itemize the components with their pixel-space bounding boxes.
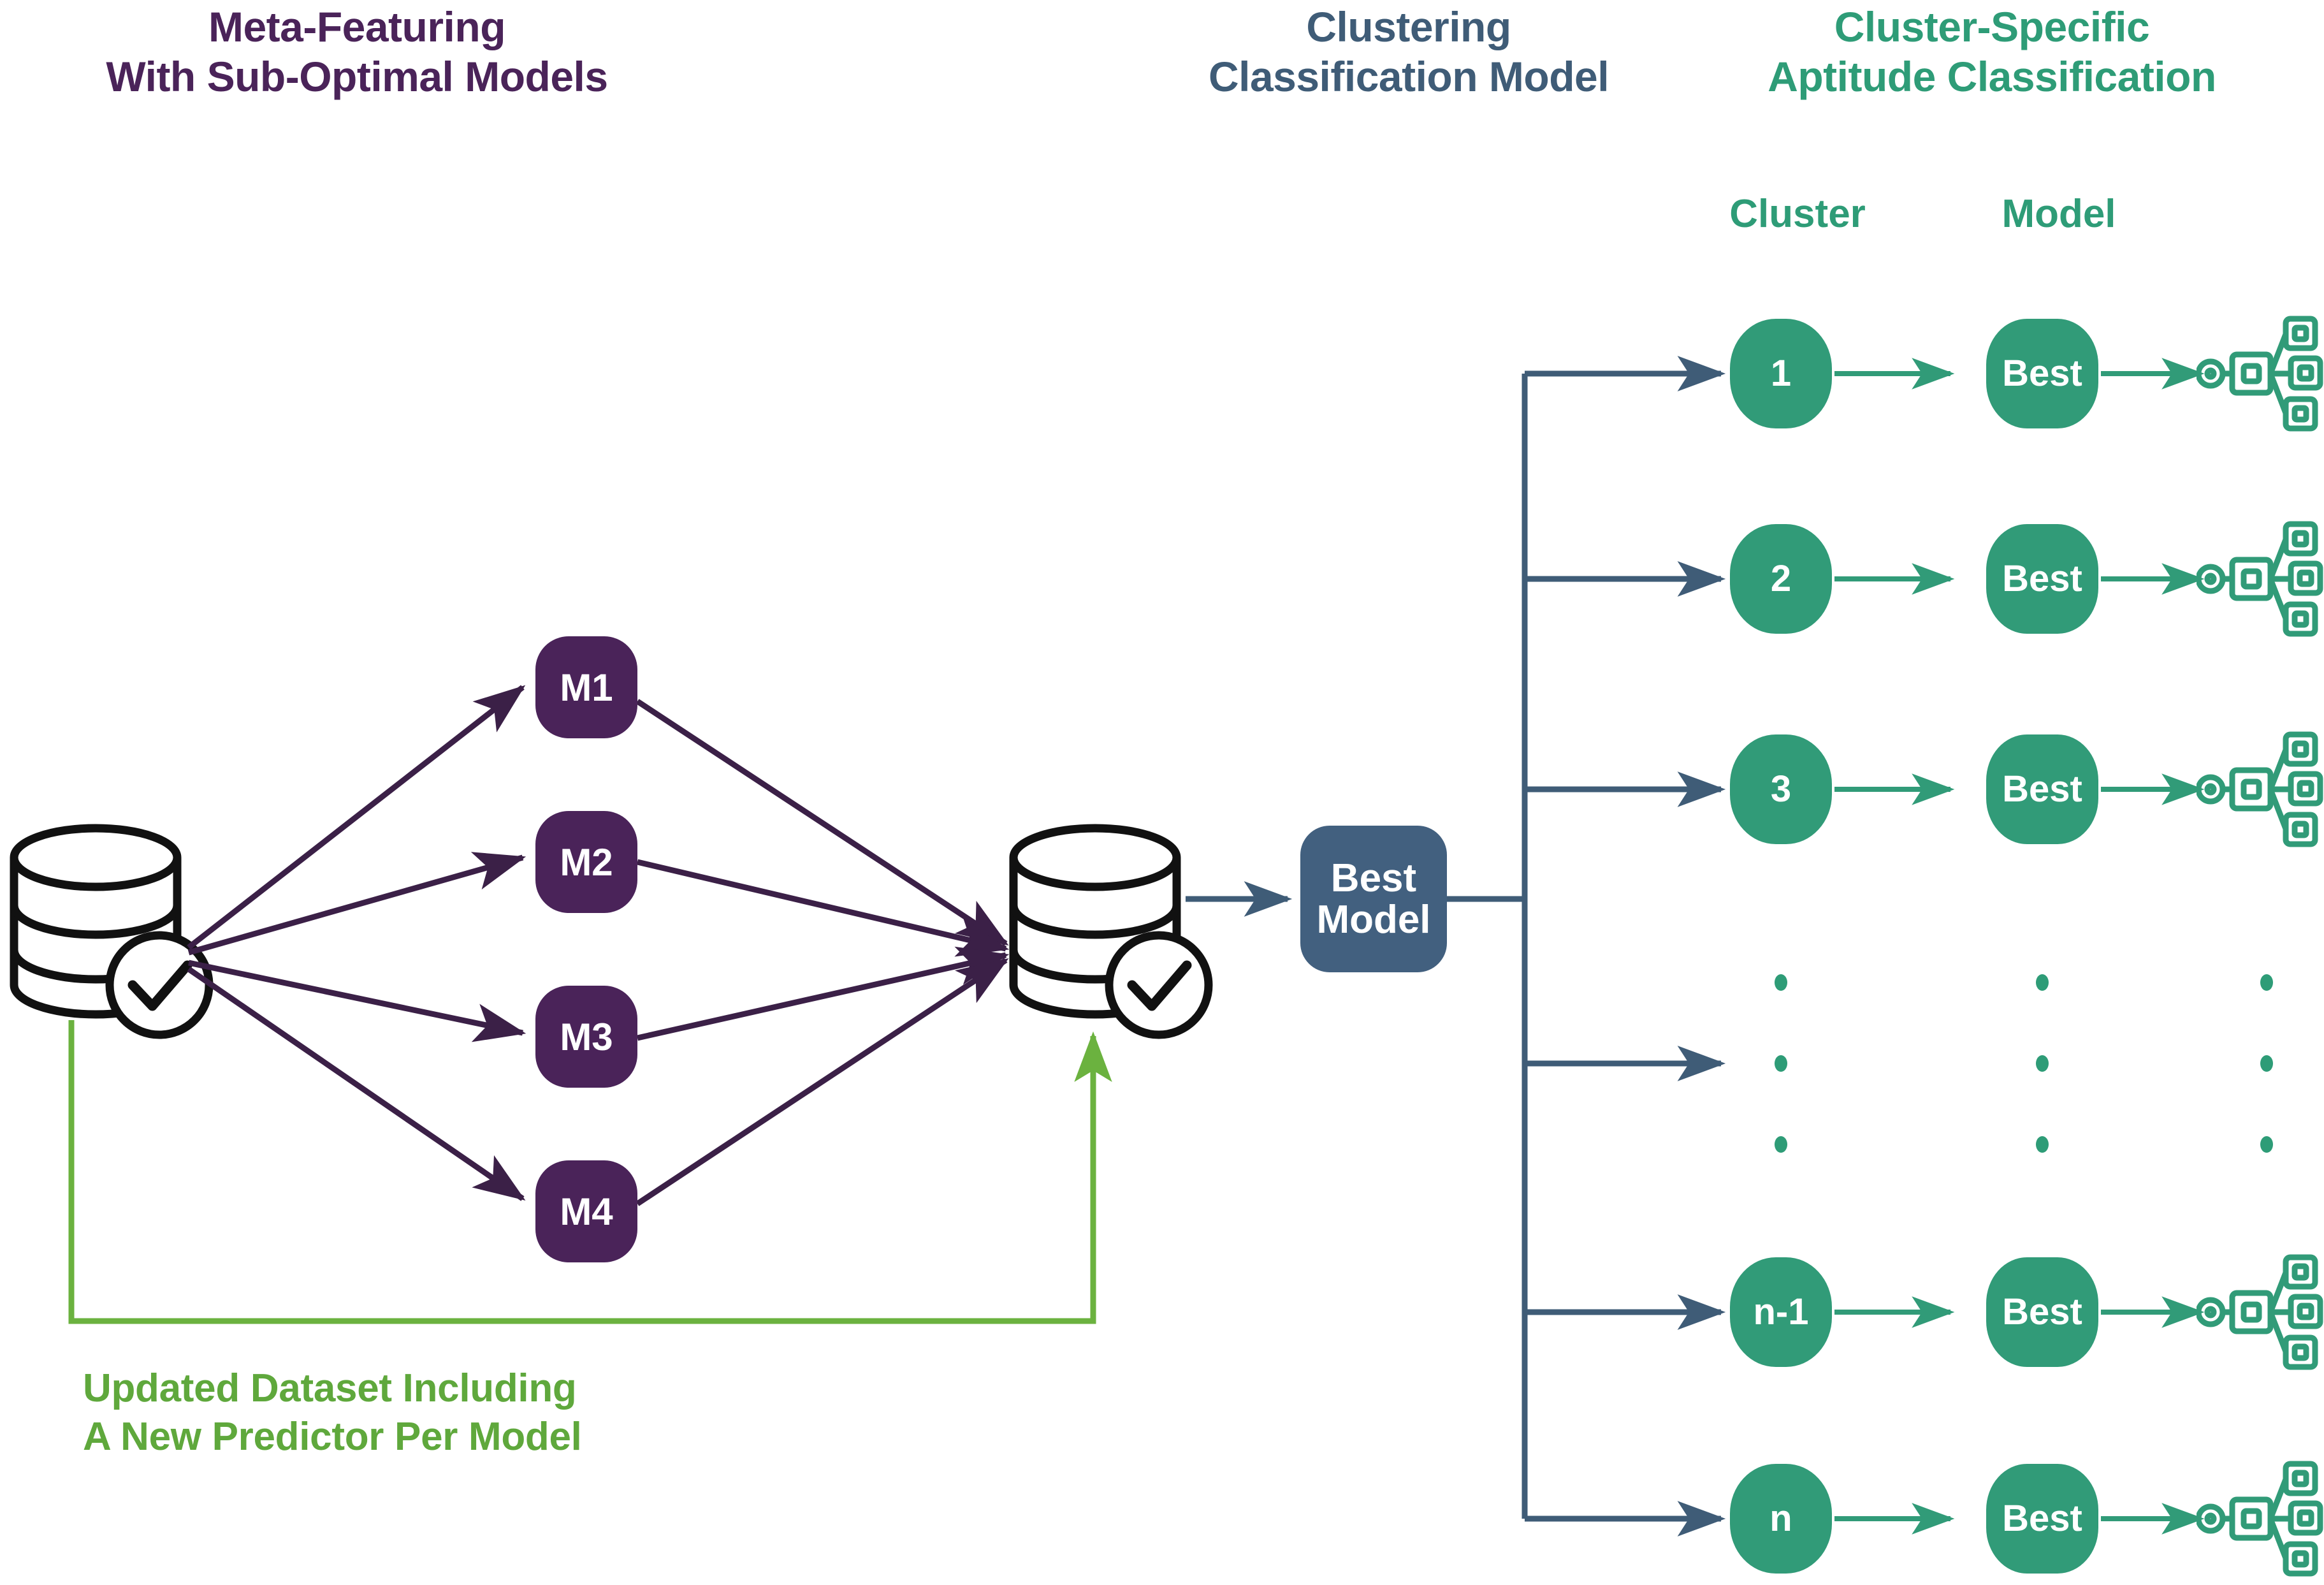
fanin-arrows-to-meta-database — [635, 699, 1010, 1206]
cluster-node-1[interactable]: 1 — [1730, 319, 1832, 428]
ellipsis-dot — [2036, 1136, 2049, 1153]
ellipsis-dot — [2036, 1055, 2049, 1072]
best-node-row-n-1[interactable]: Best — [1986, 1257, 2098, 1367]
ellipsis-dot — [2260, 1136, 2273, 1153]
cluster-node-n-1[interactable]: n-1 — [1730, 1257, 1832, 1367]
meta-database-icon — [1009, 824, 1213, 1039]
model-node-m4[interactable]: M4 — [535, 1160, 637, 1262]
header-cluster-specific-aptitude: Cluster-Specific Aptitude Classification — [1768, 3, 2216, 100]
cluster-node-3[interactable]: 3 — [1730, 734, 1832, 844]
ellipsis-dot — [2036, 974, 2049, 991]
model-node-m3[interactable]: M3 — [535, 986, 637, 1088]
best-node-row-1[interactable]: Best — [1986, 319, 2098, 428]
feedback-loop-arrow — [68, 1020, 1112, 1324]
column-header-cluster: Cluster — [1729, 192, 1866, 236]
ellipsis-dot — [2260, 1055, 2273, 1072]
hierarchy-icon — [2197, 1455, 2324, 1582]
best-node-row-n[interactable]: Best — [1986, 1464, 2098, 1574]
hierarchy-icon — [2197, 310, 2324, 437]
model-node-m2[interactable]: M2 — [535, 811, 637, 913]
hierarchy-icon — [2197, 515, 2324, 643]
feedback-caption: Updated Dataset Including A New Predicto… — [83, 1366, 582, 1459]
hierarchy-icon — [2197, 1248, 2324, 1376]
best-model-box[interactable]: Best Model — [1300, 826, 1447, 972]
cluster-node-n[interactable]: n — [1730, 1464, 1832, 1574]
header-meta-featuring: Meta-Featuring With Sub-Optimal Models — [106, 3, 608, 100]
input-database-icon — [10, 824, 214, 1039]
bus-branch-arrows — [1525, 356, 1726, 1537]
column-header-model: Model — [2001, 192, 2116, 236]
best-node-row-3[interactable]: Best — [1986, 734, 2098, 844]
fanout-arrows-to-models — [187, 685, 527, 1201]
header-clustering-classification: Clustering Classification Model — [1208, 3, 1609, 100]
model-node-m1[interactable]: M1 — [535, 636, 637, 738]
cluster-node-2[interactable]: 2 — [1730, 524, 1832, 634]
ellipsis-dot — [1775, 1136, 1787, 1153]
cluster-to-model-arrows — [1834, 358, 1955, 1535]
ellipsis-dot — [1775, 1055, 1787, 1072]
best-node-row-2[interactable]: Best — [1986, 524, 2098, 634]
hierarchy-icon — [2197, 726, 2324, 853]
model-to-output-arrows — [2101, 358, 2205, 1535]
ellipsis-dot — [2260, 974, 2273, 991]
ellipsis-dot — [1775, 974, 1787, 991]
